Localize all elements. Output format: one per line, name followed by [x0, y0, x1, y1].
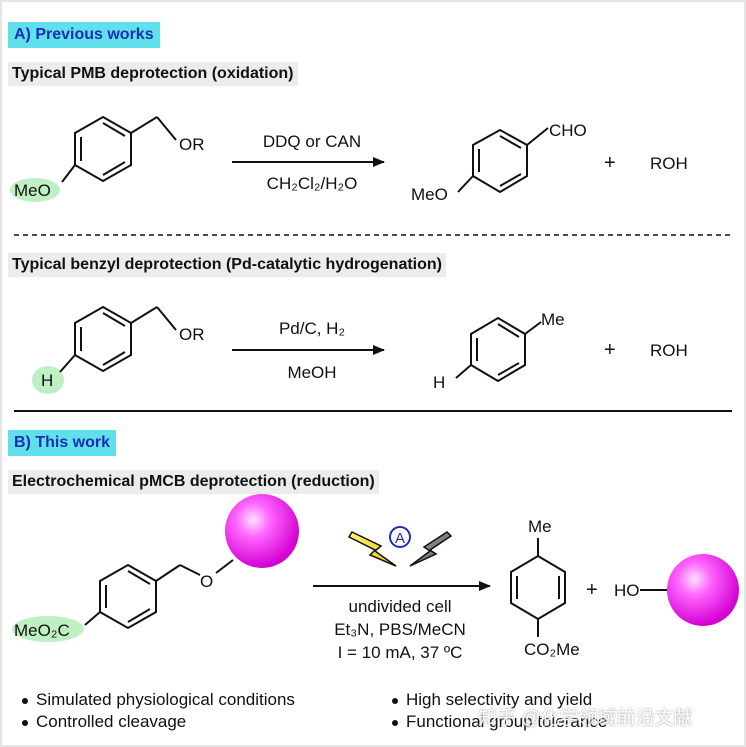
product-meo-label: MeO [411, 185, 448, 204]
methyl-toluate-product: Me CO₂Me [510, 517, 580, 659]
bullet-dot-icon [22, 719, 28, 726]
product-sphere [667, 554, 739, 626]
condition-pdc: Pd/C, H₂ [279, 319, 345, 338]
yellow-bolt-icon [347, 531, 397, 567]
aldehyde-product: CHO MeO [411, 121, 587, 204]
pmb-meo-label: MeO [14, 181, 51, 200]
highlight-meo2c [12, 616, 84, 642]
row2-title: Typical benzyl deprotection (Pd-catalyti… [8, 253, 446, 277]
section-b-title: Electrochemical pMCB deprotection (reduc… [8, 470, 379, 494]
pmb-or-label: OR [179, 135, 205, 154]
condition-base: Et₃N, PBS/MeCN [334, 620, 466, 639]
toluene-product: Me H [433, 310, 565, 392]
pmb-substrate: OR MeO [10, 115, 205, 202]
roh-1: ROH [650, 154, 688, 173]
condition-cell: undivided cell [348, 597, 451, 616]
bullet-item: Simulated physiological conditions [22, 690, 295, 710]
gray-bolt-icon [409, 531, 453, 567]
benzyl-substrate: OR H [32, 305, 205, 394]
bullet-item: Controlled cleavage [22, 712, 186, 732]
condition-meoh: MeOH [287, 363, 336, 382]
cho-label: CHO [549, 121, 587, 140]
substrate-sphere [225, 494, 299, 568]
condition-current: I = 10 mA, 37 ºC [338, 643, 463, 662]
highlight-meo [10, 178, 60, 202]
benzyl-or-label: OR [179, 325, 205, 344]
meo2c-label: MeO₂C [14, 621, 70, 640]
pmcb-substrate: O MeO₂C [12, 494, 299, 642]
benzyl-h-label: H [41, 371, 53, 390]
bullet-item: High selectivity and yield [392, 690, 592, 710]
condition-solvent-1: CH₂Cl₂/H₂O [267, 174, 358, 193]
roh-2: ROH [650, 341, 688, 360]
bullet-dot-icon [392, 697, 398, 704]
product-h-label: H [433, 373, 445, 392]
anode-circle [389, 526, 411, 548]
ho-label: HO [614, 581, 640, 600]
ether-o-label: O [200, 572, 213, 591]
me-label: Me [541, 310, 565, 329]
plus-2: + [604, 339, 616, 361]
electrochemistry-symbol: A [347, 526, 453, 567]
plus-1: + [604, 152, 616, 174]
bullet-item: Functional group tolerance [392, 712, 607, 732]
bullet-dot-icon [392, 719, 398, 726]
watermark: 知乎 @化学领域前沿文献 [478, 708, 693, 729]
row1-title: Typical PMB deprotection (oxidation) [8, 62, 298, 86]
plus-3: + [586, 579, 598, 601]
co2me-label: CO₂Me [524, 640, 580, 659]
section-a-label: A) Previous works [8, 22, 160, 48]
product-me-label: Me [528, 517, 552, 536]
highlight-h [32, 366, 64, 394]
anode-label: A [395, 530, 405, 547]
section-b-label: B) This work [8, 430, 117, 456]
condition-ddq: DDQ or CAN [263, 132, 361, 151]
bullet-dot-icon [22, 697, 28, 704]
